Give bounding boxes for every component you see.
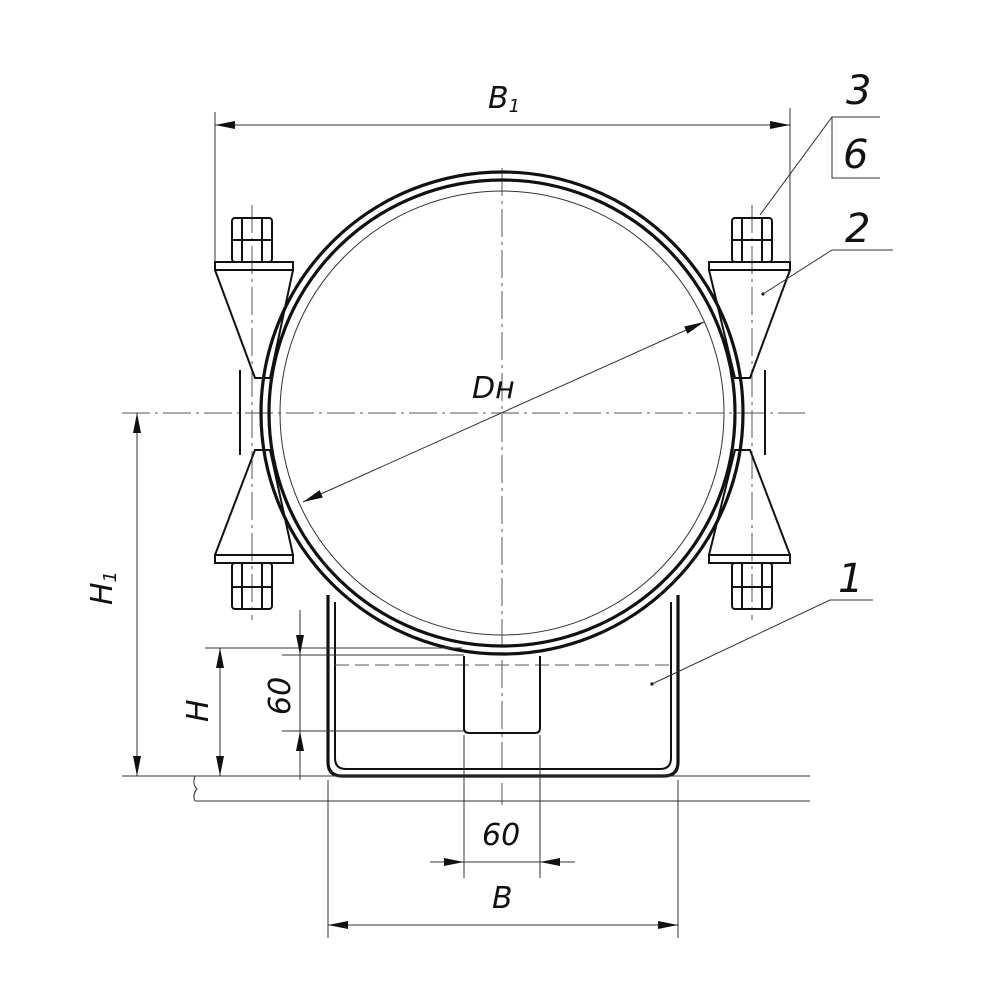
dim-diameter-label: Dн xyxy=(472,371,515,406)
dim-stub-height-label: 60 xyxy=(263,677,298,715)
bolts xyxy=(231,217,773,610)
dim-h-label: H xyxy=(181,699,216,722)
ground-line xyxy=(122,775,810,802)
bolt-bottom-right xyxy=(731,562,773,610)
bolt-bottom-left xyxy=(231,562,273,610)
dim-b-label: B xyxy=(492,881,513,916)
dimensions: B1 Dн H1 H 60 60 B xyxy=(85,81,791,938)
callouts: 3 6 2 1 xyxy=(650,68,893,686)
callout-3: 3 xyxy=(846,68,871,114)
callout-6: 6 xyxy=(843,132,868,178)
dim-h1-label: H1 xyxy=(85,571,121,605)
dim-stub-width-label: 60 xyxy=(482,818,520,853)
clamp-plate-right xyxy=(708,261,791,564)
callout-1: 1 xyxy=(838,556,863,602)
callout-2: 2 xyxy=(845,206,870,252)
pipe-clamp-ring xyxy=(259,170,745,656)
bolt-top-left xyxy=(231,217,273,263)
dim-b1-label: B1 xyxy=(488,81,520,117)
bolt-top-right xyxy=(731,217,773,263)
